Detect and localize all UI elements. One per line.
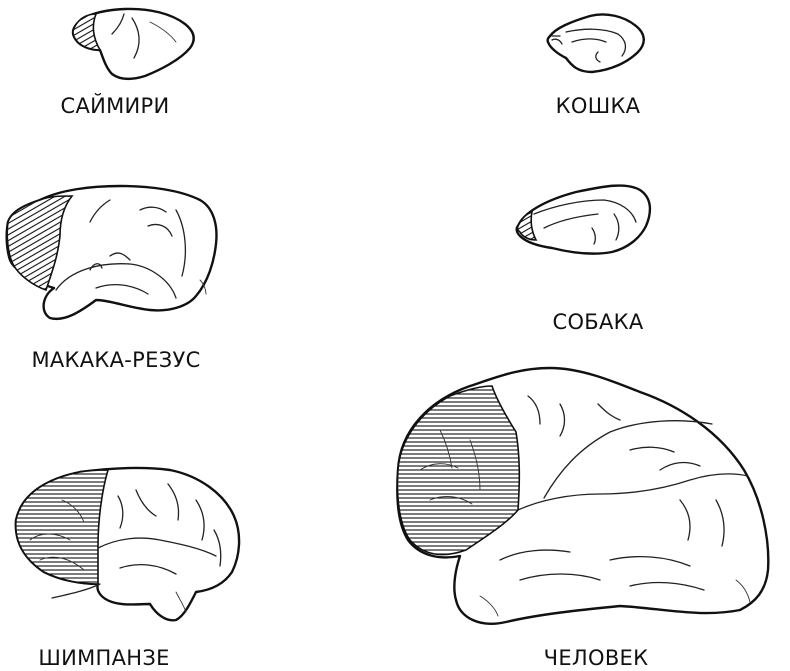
label-saimiri: САЙМИРИ	[60, 94, 170, 118]
label-dog: СОБАКА	[552, 310, 644, 334]
dog-brain	[515, 184, 652, 255]
label-cat: КОШКА	[555, 94, 641, 118]
saimiri-brain	[71, 7, 195, 80]
label-chimpanzee: ШИМПАНЗЕ	[38, 646, 170, 670]
cat-brain	[546, 13, 645, 74]
label-rhesus: МАКАКА-РЕЗУС	[31, 348, 201, 372]
chimpanzee-brain	[14, 466, 241, 622]
human-brain	[396, 366, 770, 625]
label-human: ЧЕЛОВЕК	[543, 646, 649, 670]
rhesus-brain	[5, 184, 218, 321]
